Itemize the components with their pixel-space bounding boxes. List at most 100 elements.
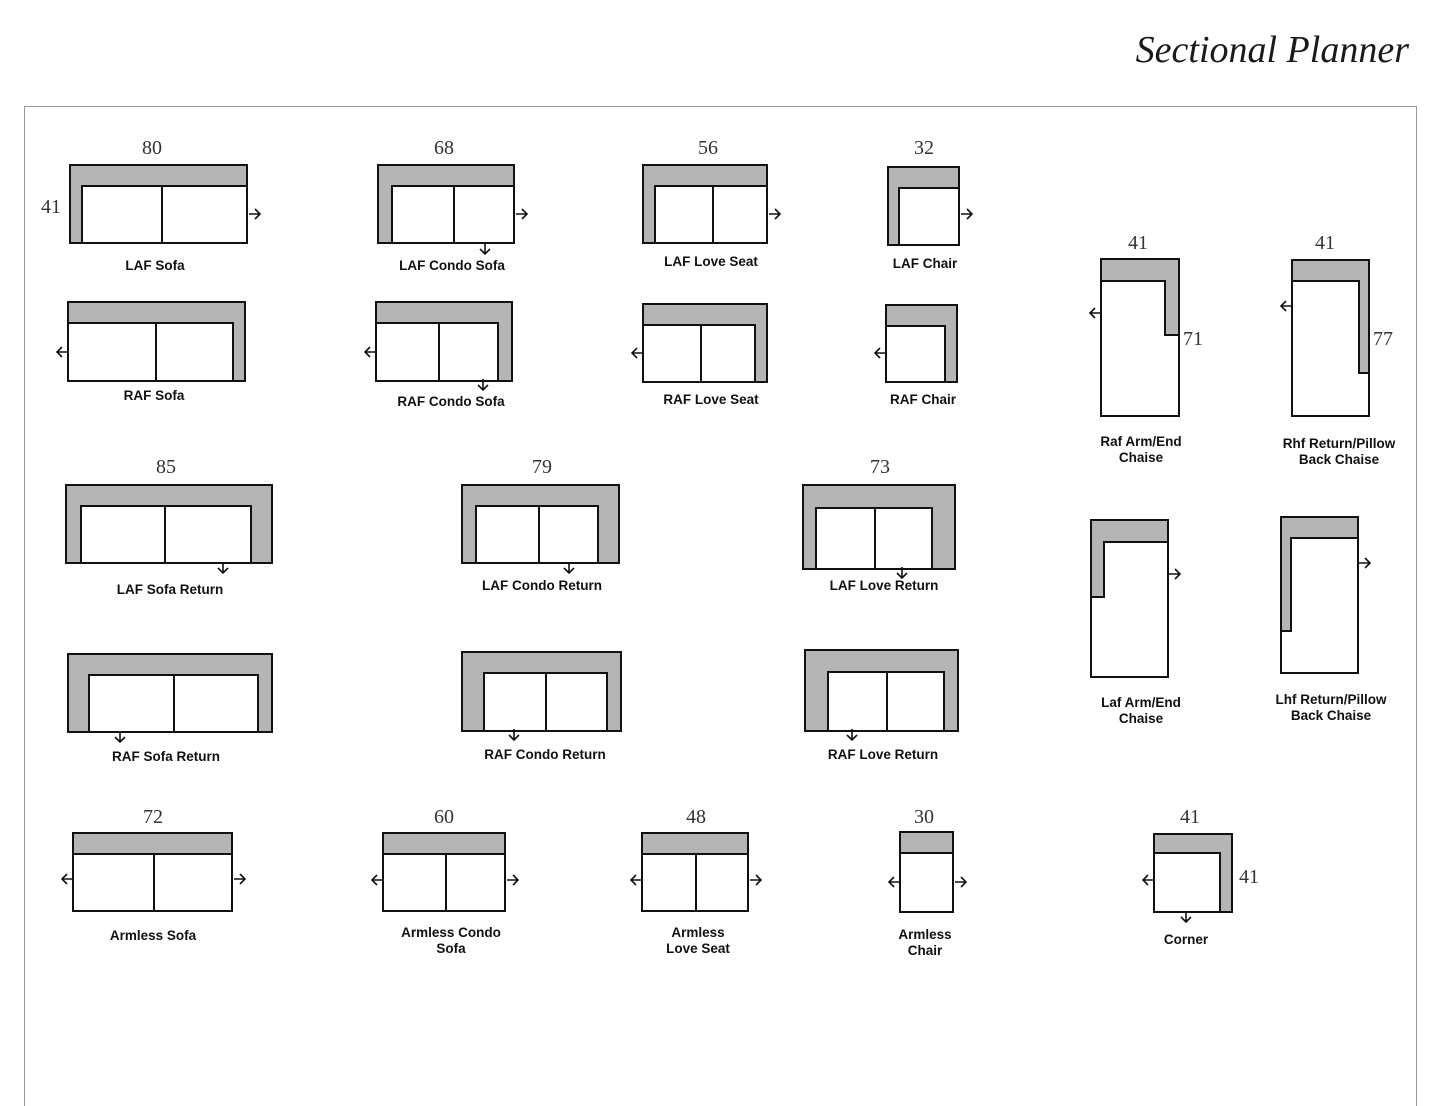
arrow-connector-icon bbox=[846, 729, 858, 742]
arrow-connector-icon bbox=[1359, 557, 1372, 569]
piece-label: LAF Chair bbox=[892, 256, 958, 271]
seat-cushions bbox=[1153, 852, 1221, 913]
seat-cushions bbox=[88, 674, 259, 733]
chaise-outline bbox=[1090, 519, 1169, 678]
cushion-divider bbox=[886, 673, 888, 730]
width-label: 85 bbox=[156, 456, 176, 478]
cushion-divider bbox=[700, 326, 702, 381]
arrow-connector-icon bbox=[60, 873, 73, 885]
piece-label: RAF Sofa Return bbox=[112, 749, 220, 764]
piece-label: RAF Love Return bbox=[827, 747, 939, 762]
piece-label: LAF Condo Return bbox=[482, 578, 602, 593]
piece-label: Armless Love Seat bbox=[666, 925, 730, 956]
seat-cushions bbox=[654, 185, 768, 244]
arrow-connector-icon bbox=[769, 208, 782, 220]
cushion-divider bbox=[453, 187, 455, 242]
arrow-connector-icon bbox=[563, 562, 575, 575]
width-label: 41 bbox=[1315, 232, 1335, 254]
cushion-divider bbox=[173, 676, 175, 731]
arrow-connector-icon bbox=[896, 567, 908, 580]
arrow-connector-icon bbox=[1169, 568, 1182, 580]
width-label: 68 bbox=[434, 137, 454, 159]
width-label: 73 bbox=[870, 456, 890, 478]
cushion-divider bbox=[161, 187, 163, 242]
cushion-divider bbox=[164, 507, 166, 562]
length-label: 77 bbox=[1373, 328, 1393, 350]
width-label: 41 bbox=[1128, 232, 1148, 254]
depth-label: 41 bbox=[1239, 866, 1259, 888]
cushion-divider bbox=[153, 855, 155, 910]
piece-label: LAF Sofa Return bbox=[116, 582, 224, 597]
page-title: Sectional Planner bbox=[1135, 29, 1409, 71]
arrow-connector-icon bbox=[1088, 307, 1101, 319]
width-label: 72 bbox=[143, 806, 163, 828]
piece-label: LAF Condo Sofa bbox=[399, 258, 505, 273]
arrow-connector-icon bbox=[961, 208, 974, 220]
seat-cushions bbox=[375, 322, 499, 382]
width-label: 56 bbox=[698, 137, 718, 159]
seat-cushions bbox=[81, 185, 248, 244]
cushion-divider bbox=[712, 187, 714, 242]
piece-label: Laf Arm/End Chaise bbox=[1101, 695, 1181, 726]
seat-cushions bbox=[898, 187, 960, 246]
width-label: 48 bbox=[686, 806, 706, 828]
arrow-connector-icon bbox=[363, 346, 376, 358]
arrow-connector-icon bbox=[479, 243, 491, 256]
arrow-connector-icon bbox=[873, 347, 886, 359]
width-label: 41 bbox=[1180, 806, 1200, 828]
width-label: 60 bbox=[434, 806, 454, 828]
seat-cushions bbox=[899, 852, 954, 913]
depth-label: 41 bbox=[41, 196, 61, 218]
seat-cushions bbox=[483, 672, 608, 732]
seat-cushions bbox=[475, 505, 599, 564]
arrow-connector-icon bbox=[887, 876, 900, 888]
arrow-connector-icon bbox=[217, 562, 229, 575]
cushion-divider bbox=[874, 509, 876, 568]
chaise-outline bbox=[1280, 516, 1359, 674]
seat-cushions bbox=[72, 853, 233, 912]
arrow-connector-icon bbox=[249, 208, 262, 220]
arrow-connector-icon bbox=[1141, 874, 1154, 886]
arrow-connector-icon bbox=[629, 874, 642, 886]
piece-label: Corner bbox=[1163, 932, 1209, 947]
seat-cushions bbox=[815, 507, 933, 570]
seat-cushions bbox=[827, 671, 945, 732]
arrow-connector-icon bbox=[234, 873, 247, 885]
planner-panel bbox=[24, 106, 1417, 1106]
cushion-divider bbox=[438, 324, 440, 380]
piece-label: Armless Chair bbox=[898, 927, 952, 958]
piece-label: RAF Condo Return bbox=[484, 747, 606, 762]
arrow-connector-icon bbox=[114, 731, 126, 744]
piece-label: LAF Love Seat bbox=[664, 254, 758, 269]
piece-label: Raf Arm/End Chaise bbox=[1100, 434, 1182, 465]
piece-label: Lhf Return/Pillow Back Chaise bbox=[1275, 692, 1387, 723]
seat-cushions bbox=[641, 853, 749, 912]
cushion-divider bbox=[445, 855, 447, 910]
cushion-divider bbox=[155, 324, 157, 380]
arrow-connector-icon bbox=[955, 876, 968, 888]
piece-label: RAF Sofa bbox=[123, 388, 185, 403]
seat-cushions bbox=[382, 853, 506, 912]
arrow-connector-icon bbox=[750, 874, 763, 886]
piece-label: Rhf Return/Pillow Back Chaise bbox=[1282, 436, 1396, 467]
piece-label: RAF Love Seat bbox=[663, 392, 759, 407]
arrow-connector-icon bbox=[507, 874, 520, 886]
piece-label: LAF Sofa bbox=[125, 258, 185, 273]
width-label: 30 bbox=[914, 806, 934, 828]
arrow-connector-icon bbox=[477, 379, 489, 392]
piece-label: RAF Condo Sofa bbox=[397, 394, 505, 409]
cushion-divider bbox=[695, 855, 697, 910]
chaise-outline bbox=[1291, 259, 1370, 417]
seat-cushions bbox=[80, 505, 252, 564]
piece-label: LAF Love Return bbox=[829, 578, 939, 593]
seat-cushions bbox=[67, 322, 234, 382]
cushion-divider bbox=[545, 674, 547, 730]
seat-cushions bbox=[391, 185, 515, 244]
arrow-connector-icon bbox=[508, 729, 520, 742]
piece-label: Armless Condo Sofa bbox=[401, 925, 501, 956]
piece-label: RAF Chair bbox=[889, 392, 956, 407]
arrow-connector-icon bbox=[1180, 911, 1192, 924]
arrow-connector-icon bbox=[630, 347, 643, 359]
width-label: 80 bbox=[142, 137, 162, 159]
width-label: 79 bbox=[532, 456, 552, 478]
